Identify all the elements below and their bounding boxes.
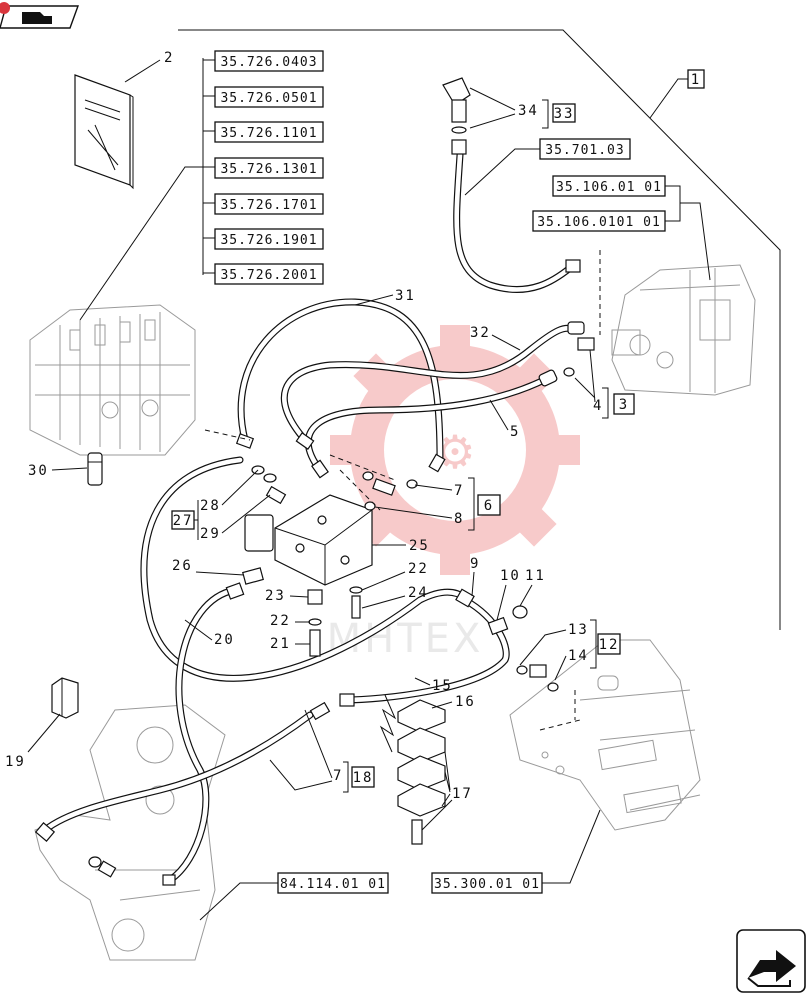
frame-leader-line — [178, 29, 781, 630]
callout-label: 4 — [593, 398, 603, 414]
ref-box[interactable]: 35.300.01 01 — [431, 872, 543, 894]
svg-text:35.726.1901: 35.726.1901 — [220, 233, 317, 248]
hose-32 — [280, 324, 579, 444]
ref-box[interactable]: 84.114.01 01 — [277, 872, 389, 894]
watermark-text: MHTEX — [327, 616, 484, 662]
callout-label: 32 — [470, 325, 491, 341]
callout-label: 5 — [510, 424, 520, 440]
callout-label: 19 — [5, 754, 26, 770]
svg-text:1: 1 — [691, 72, 701, 88]
clamps-16-17-drawing — [397, 699, 446, 845]
hose-26 — [166, 586, 239, 884]
callout-label: 2 — [164, 50, 174, 66]
callout-label: 21 — [270, 636, 291, 652]
svg-text:35.726.0501: 35.726.0501 — [220, 91, 317, 106]
callout-label: 9 — [470, 556, 480, 572]
svg-text:35.726.1701: 35.726.1701 — [220, 198, 317, 213]
callout-label: 14 — [568, 648, 589, 664]
ref-box[interactable]: 35.726.1701 — [214, 193, 324, 215]
callout-label: 22 — [270, 613, 291, 629]
callout-label: 20 — [214, 632, 235, 648]
hose-35701 — [453, 151, 574, 293]
callout-label: 17 — [452, 786, 473, 802]
callout-label: 28 — [200, 498, 221, 514]
callout-label: 30 — [28, 463, 49, 479]
plug-19-drawing — [51, 677, 79, 719]
callout-label: 8 — [454, 511, 464, 527]
ref-box[interactable]: 35.726.0501 — [214, 86, 324, 108]
svg-text:35.726.0403: 35.726.0403 — [220, 55, 317, 70]
manual-book-drawing — [74, 74, 134, 190]
sensor-30-drawing — [87, 452, 103, 486]
dashed-guides — [204, 250, 601, 731]
callout-label: 26 — [172, 558, 193, 574]
svg-text:84.114.01 01: 84.114.01 01 — [280, 877, 386, 892]
next-page-arrow-icon[interactable] — [736, 929, 806, 993]
hose-20 — [140, 456, 469, 682]
svg-text:35.300.01 01: 35.300.01 01 — [434, 877, 540, 892]
ref-box[interactable]: 35.726.0403 — [214, 50, 324, 72]
svg-text:33: 33 — [554, 106, 575, 122]
callout-label: 7 — [333, 768, 343, 784]
callout-label: 23 — [265, 588, 286, 604]
callout-label: 15 — [432, 678, 453, 694]
svg-text:27: 27 — [173, 513, 194, 529]
callout-box-27[interactable]: 27 — [171, 510, 195, 530]
callout-label: 22 — [408, 561, 429, 577]
svg-text:6: 6 — [484, 498, 494, 514]
hose-31 — [237, 298, 444, 464]
callout-label: 16 — [455, 694, 476, 710]
ref-box[interactable]: 35.726.1301 — [214, 157, 324, 179]
callout-label: 10 — [500, 568, 521, 584]
ref-box[interactable]: 35.726.1901 — [214, 228, 324, 250]
book-arrow-icon[interactable] — [0, 2, 79, 29]
callout-label: 24 — [408, 585, 429, 601]
valve-block-25-drawing — [244, 494, 373, 586]
svg-text:18: 18 — [353, 770, 374, 786]
ref-box[interactable]: 35.701.03 — [539, 138, 631, 160]
svg-text:12: 12 — [599, 637, 620, 653]
svg-text:35.106.01 01: 35.106.01 01 — [556, 180, 662, 195]
svg-text:35.701.03: 35.701.03 — [545, 143, 624, 158]
svg-text:3: 3 — [619, 397, 629, 413]
callout-box-1[interactable]: 1 — [687, 69, 705, 89]
callout-box-12[interactable]: 12 — [597, 633, 621, 655]
callout-label: 29 — [200, 526, 221, 542]
sensor-34-drawing — [442, 77, 471, 134]
ref-box[interactable]: 35.726.2001 — [214, 263, 324, 285]
svg-text:35.726.2001: 35.726.2001 — [220, 268, 317, 283]
callout-box-33[interactable]: 33 — [552, 103, 576, 123]
svg-text:35.726.1101: 35.726.1101 — [220, 126, 317, 141]
ref-group-35726 — [79, 58, 215, 321]
control-valve-bank-drawing — [29, 304, 196, 456]
svg-text:35.106.0101 01: 35.106.0101 01 — [537, 215, 661, 230]
callout-label: 11 — [525, 568, 546, 584]
callout-box-3[interactable]: 3 — [613, 393, 635, 415]
callout-label: 13 — [568, 622, 589, 638]
ref-box[interactable]: 35.106.0101 01 — [532, 210, 666, 232]
boom-frame-drawing — [34, 704, 226, 961]
callout-label: 31 — [395, 288, 416, 304]
callout-label: 7 — [454, 483, 464, 499]
callout-label: 34 — [518, 103, 539, 119]
callout-box-6[interactable]: 6 — [477, 494, 501, 516]
callout-label: 25 — [409, 538, 430, 554]
ref-box[interactable]: 35.106.01 01 — [552, 175, 666, 197]
svg-text:35.726.1301: 35.726.1301 — [220, 162, 317, 177]
block-fittings — [88, 337, 595, 878]
hose-lower — [41, 711, 314, 834]
ref-box[interactable]: 35.726.1101 — [214, 121, 324, 143]
callout-box-18[interactable]: 18 — [351, 766, 375, 788]
pump-drawing — [611, 264, 756, 396]
hose-fittings — [34, 139, 585, 886]
